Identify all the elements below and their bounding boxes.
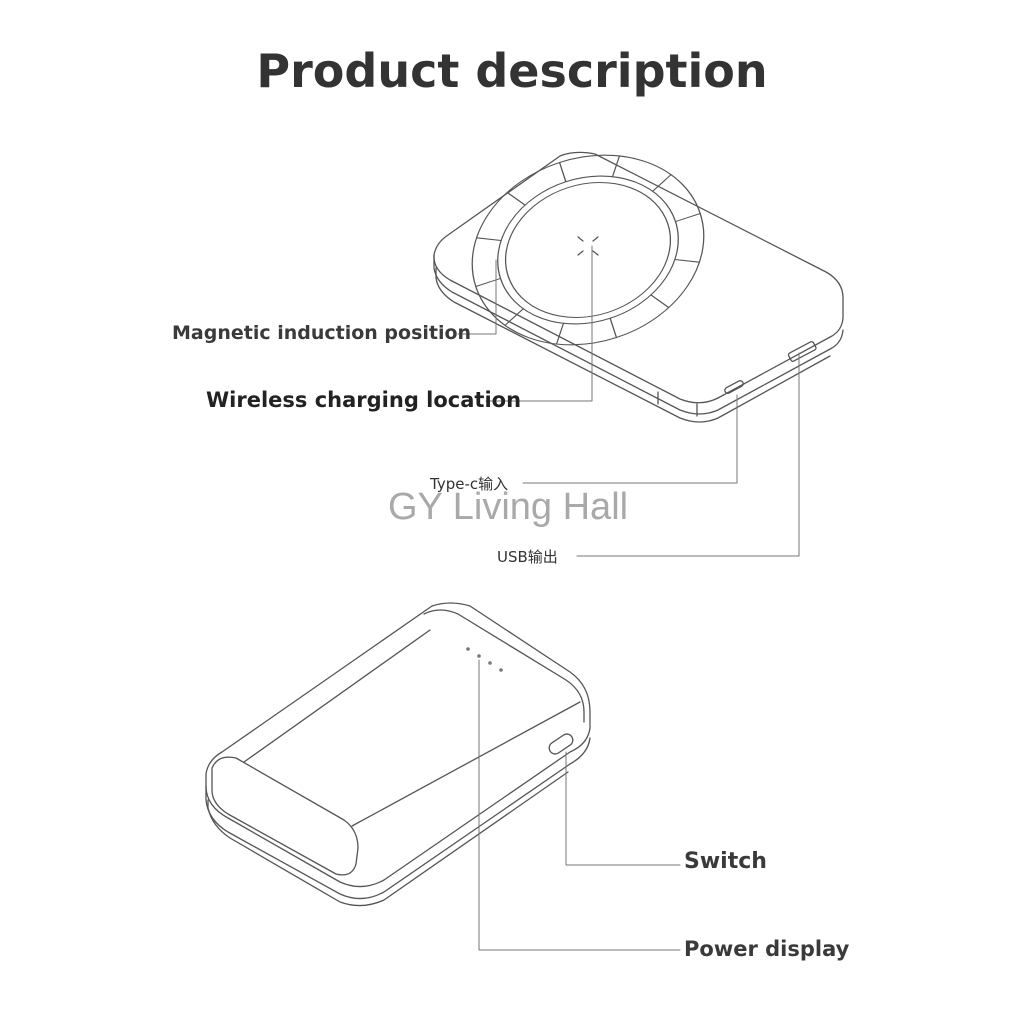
side-edge-3 [657, 391, 698, 417]
power-indicator-leds [466, 647, 503, 672]
label-switch: Switch [684, 849, 767, 874]
watermark: GY Living Hall [388, 486, 629, 528]
usb-port [787, 340, 817, 362]
label-usb-output: USB输出 [497, 548, 558, 566]
label-power-display: Power display [684, 937, 850, 961]
power-bank-top-view [433, 151, 844, 423]
side-edge-2 [435, 267, 831, 423]
leader-lines-bottom [478, 659, 681, 951]
typec-port [724, 380, 744, 394]
bottom-top-face [205, 602, 591, 888]
bottom-side-1 [205, 737, 591, 900]
leader-lines-top [457, 245, 800, 557]
bottom-cap-back [423, 609, 585, 723]
magnetic-ring [471, 154, 705, 346]
label-wireless-charging-location: Wireless charging location [206, 388, 522, 412]
label-magnetic-induction-position: Magnetic induction position [172, 322, 472, 344]
bottom-side-2 [207, 771, 569, 907]
bottom-cap-front [211, 756, 359, 876]
wireless-center-mark [577, 236, 599, 256]
page-title: Product description [256, 44, 768, 98]
power-bank-bottom-view [205, 602, 591, 907]
top-face-outline [433, 151, 844, 404]
power-switch [548, 733, 574, 755]
label-typec-input: Type-c输入 [430, 475, 509, 493]
